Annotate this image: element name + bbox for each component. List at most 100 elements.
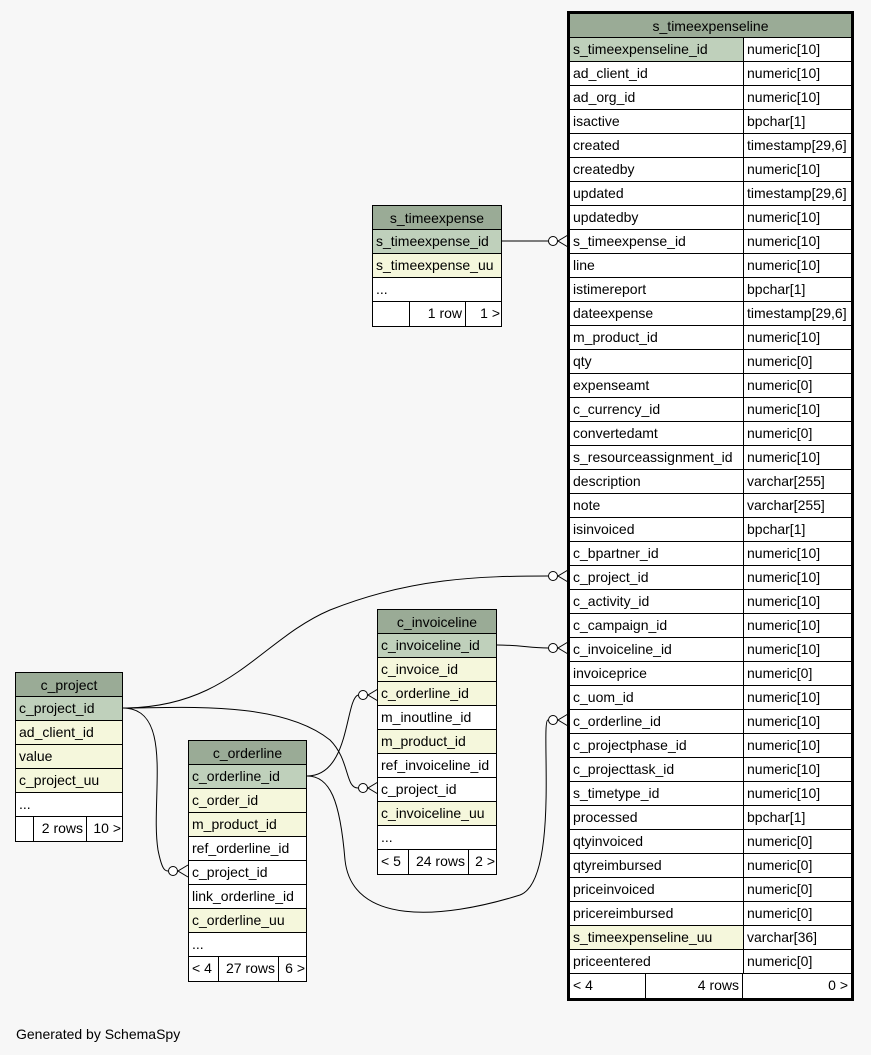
table-row[interactable]: s_timeexpense_uu — [373, 254, 501, 278]
footer-next-link[interactable]: 10 > — [86, 817, 124, 841]
table-row[interactable]: value — [16, 745, 122, 769]
table-row[interactable]: m_product_id — [378, 730, 496, 754]
footer-next-link[interactable]: 0 > — [742, 974, 851, 998]
footer-next-link[interactable]: 2 > — [468, 850, 498, 874]
table-row[interactable]: c_invoiceline_id — [378, 634, 496, 658]
column-type: bpchar[1] — [743, 278, 851, 301]
column-name: qtyinvoiced — [573, 833, 644, 849]
table-row[interactable]: c_invoiceline_uu — [378, 802, 496, 826]
table-row[interactable]: c_orderline_id — [189, 765, 306, 789]
column-name: c_order_id — [189, 789, 306, 812]
table-row[interactable]: c_orderline_id — [378, 682, 496, 706]
footer-prev-link[interactable] — [373, 302, 409, 326]
column-type: numeric[10] — [743, 398, 851, 421]
table-row[interactable]: c_project_uu — [16, 769, 122, 793]
column-type: numeric[10] — [743, 566, 851, 589]
column-type: numeric[10] — [743, 638, 851, 661]
table-row[interactable]: ad_client_id — [16, 721, 122, 745]
table-header[interactable]: c_orderline — [189, 741, 306, 765]
table-row[interactable]: ... — [189, 933, 306, 957]
table-row[interactable]: m_inoutline_id — [378, 706, 496, 730]
table-row[interactable]: link_orderline_id — [189, 885, 306, 909]
column-name: c_invoice_id — [378, 658, 496, 681]
column-name: s_resourceassignment_id — [573, 449, 733, 465]
table-row[interactable]: ref_invoiceline_id — [378, 754, 496, 778]
footer-row-count: 1 row — [409, 302, 465, 326]
table-row[interactable]: c_order_id — [189, 789, 306, 813]
table-header[interactable]: c_invoiceline — [378, 610, 496, 634]
table-header[interactable]: c_project — [16, 673, 122, 697]
table-row[interactable]: c_project_id — [189, 861, 306, 885]
table-row[interactable]: ... — [373, 278, 501, 302]
table-row[interactable]: c_project_id — [16, 697, 122, 721]
table-row[interactable]: m_product_id — [189, 813, 306, 837]
table-row[interactable]: c_project_id — [378, 778, 496, 802]
table-row[interactable]: c_invoice_id — [378, 658, 496, 682]
table-row[interactable]: ... — [16, 793, 122, 817]
table-row[interactable]: s_timeexpense_id — [373, 230, 501, 254]
column-name: c_orderline_uu — [189, 909, 306, 932]
footer-prev-link[interactable]: < 4 — [573, 977, 593, 993]
edge-invoiceline-to-timeexpenseline — [496, 644, 549, 649]
column-type: timestamp[29,6] — [743, 134, 851, 157]
table-row[interactable]: c_orderline_uu — [189, 909, 306, 933]
footer-next-link[interactable]: 6 > — [278, 957, 308, 981]
footer-prev-link[interactable]: < 4 — [192, 960, 212, 976]
footer-row-count: 24 rows — [408, 850, 468, 874]
column-name: priceentered — [573, 953, 651, 969]
table-header[interactable]: s_timeexpense — [373, 206, 501, 230]
table-row[interactable]: ... — [378, 826, 496, 850]
footer-next-link[interactable]: 1 > — [465, 302, 503, 326]
footer-prev-link[interactable] — [16, 817, 33, 841]
table-header[interactable]: s_timeexpenseline — [570, 14, 851, 38]
table-row[interactable]: ref_orderline_id — [189, 837, 306, 861]
column-name: c_projecttask_id — [573, 761, 675, 777]
footer-prev-link[interactable]: < 5 — [381, 853, 401, 869]
column-name: ref_invoiceline_id — [381, 757, 490, 773]
